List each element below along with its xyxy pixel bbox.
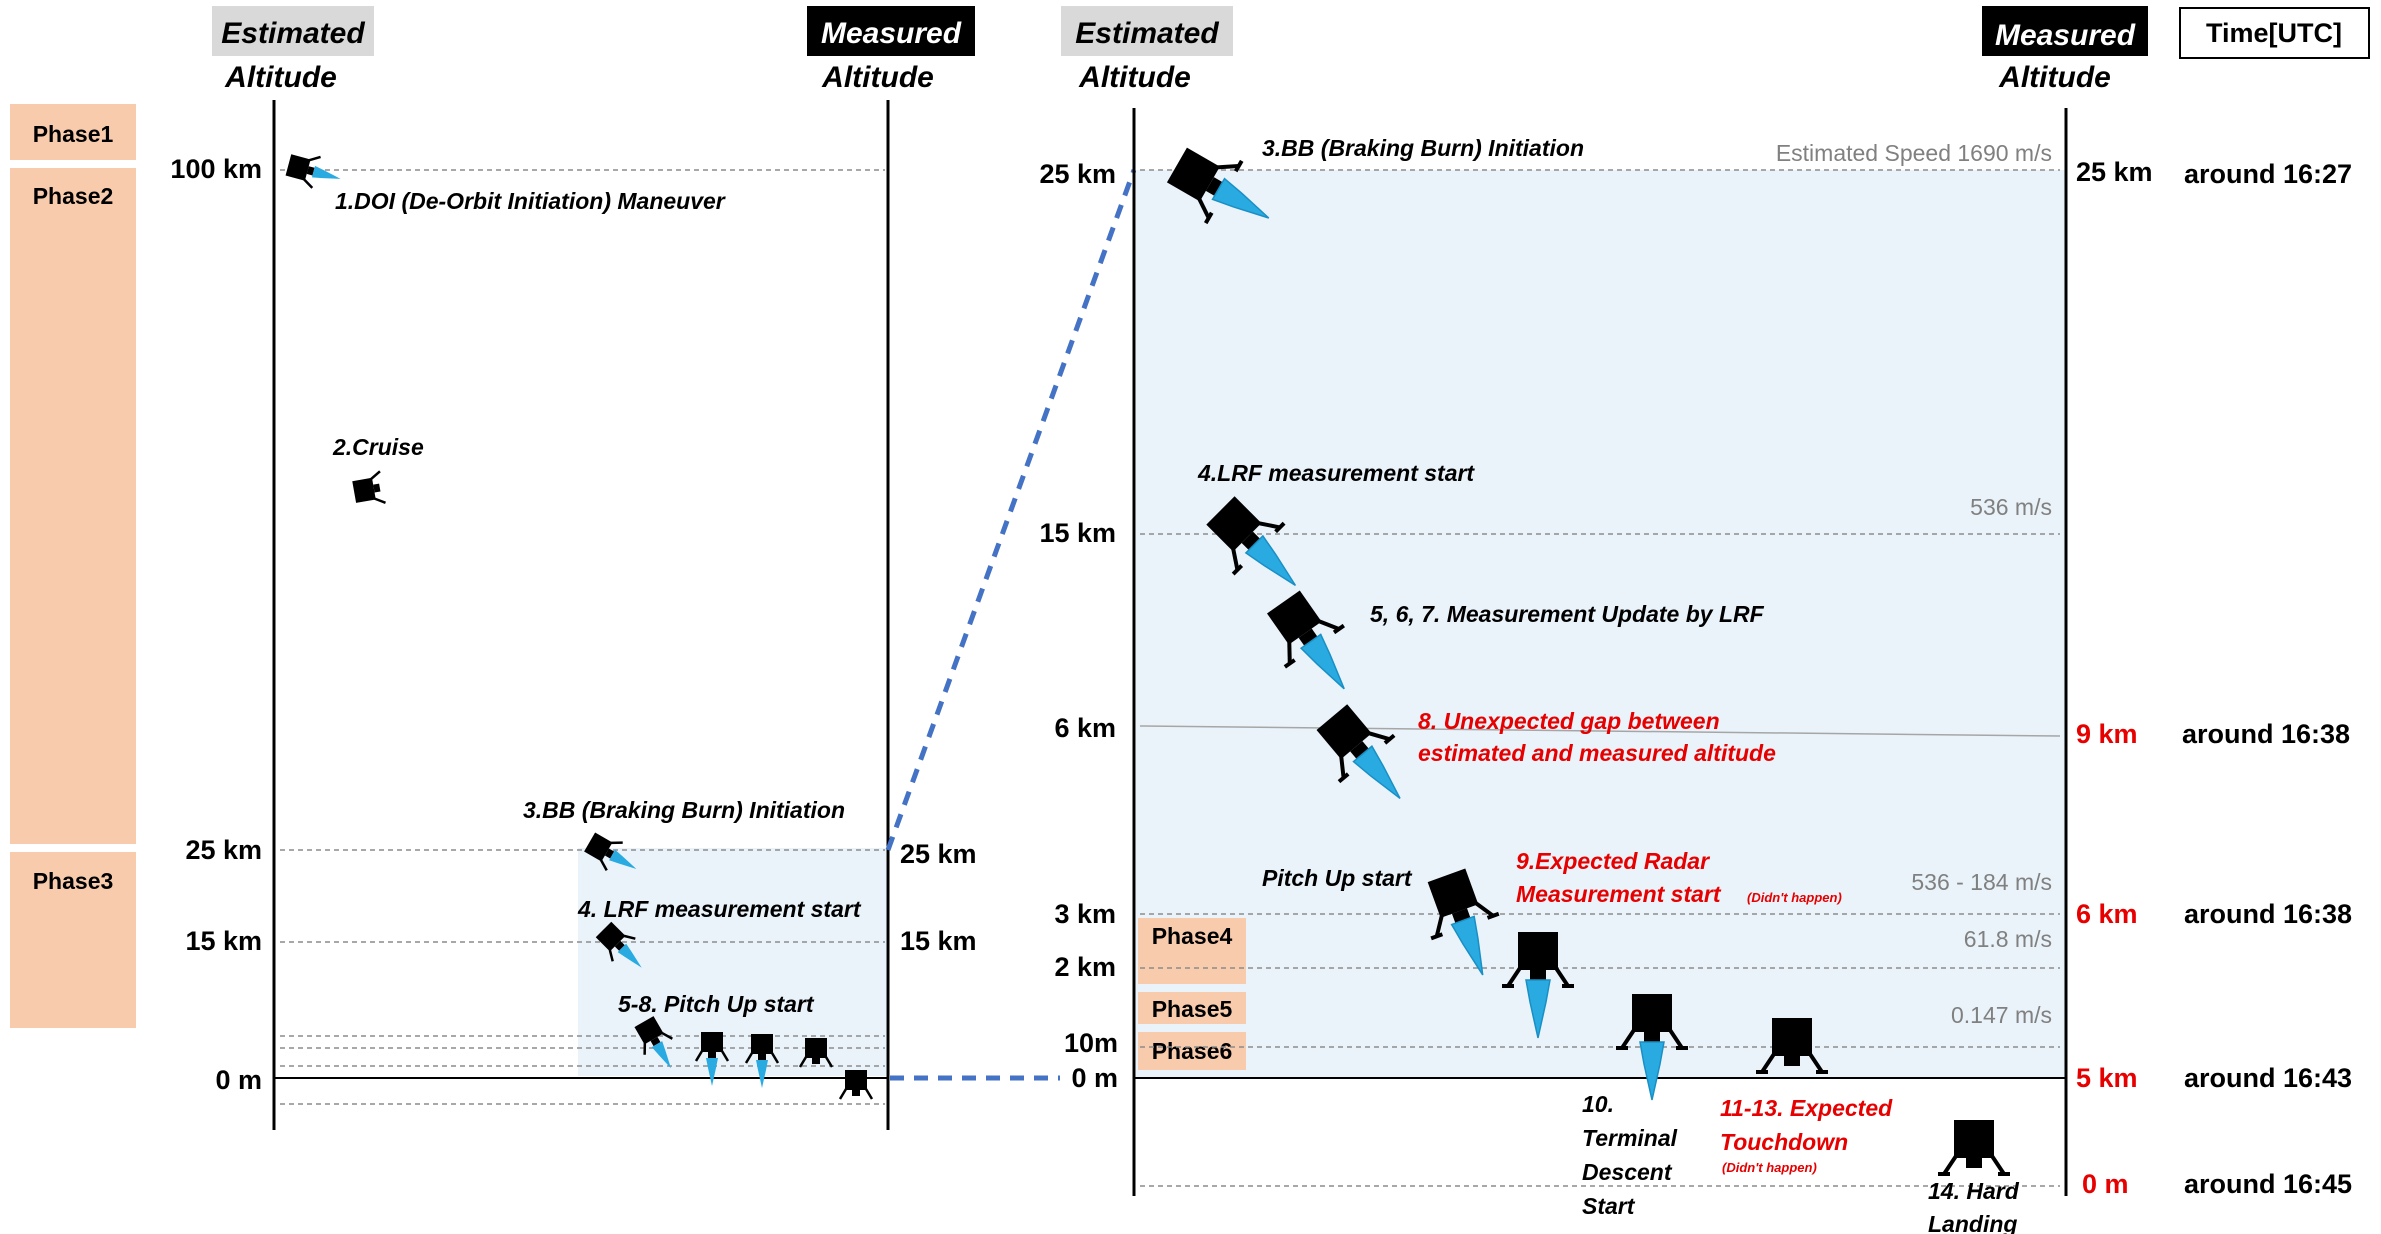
- left-estimated-header-box: [212, 6, 374, 56]
- time-16-38-a: around 16:38: [2182, 719, 2350, 749]
- left-event-doi: 1.DOI (De-Orbit Initiation) Maneuver: [335, 188, 726, 214]
- right-event-hard-line2: Landing: [1928, 1211, 2017, 1234]
- right-est-alt-3km: 3 km: [1054, 899, 1116, 929]
- speed-1690: Estimated Speed 1690 m/s: [1776, 140, 2052, 166]
- right-est-alt-15km: 15 km: [1039, 518, 1116, 548]
- time-16-45: around 16:45: [2184, 1169, 2352, 1199]
- right-est-alt-25km: 25 km: [1039, 159, 1116, 189]
- time-header-box: [2179, 7, 2370, 59]
- right-meas-alt-5km: 5 km: [2076, 1063, 2138, 1093]
- phase5-label: Phase5: [1152, 996, 1233, 1022]
- right-event-hard-line1: 14. Hard: [1928, 1178, 2020, 1204]
- phase4-label: Phase4: [1152, 923, 1233, 949]
- right-meas-alt-25km: 25 km: [2076, 157, 2153, 187]
- left-estimated-subheader: Altitude: [224, 61, 337, 94]
- right-event-terminal-4: Start: [1582, 1193, 1636, 1219]
- left-estimated-header: Estimated: [221, 17, 365, 50]
- right-event-pitch: Pitch Up start: [1262, 865, 1413, 891]
- right-event-update: 5, 6, 7. Measurement Update by LRF: [1370, 601, 1765, 627]
- right-meas-alt-6km: 6 km: [2076, 899, 2138, 929]
- speed-61-8: 61.8 m/s: [1964, 926, 2052, 952]
- right-gap-line: [1139, 725, 2061, 737]
- left-meas-alt-15km: 15 km: [900, 926, 977, 956]
- right-event-gap-line2: estimated and measured altitude: [1418, 740, 1776, 766]
- left-measured-header-box: [807, 6, 975, 56]
- phase6-label: Phase6: [1152, 1038, 1233, 1064]
- zoom-connector-top: [885, 169, 1137, 851]
- right-event-terminal-2: Terminal: [1582, 1125, 1678, 1151]
- right-event-touch-note: (Didn't happen): [1722, 1160, 1817, 1175]
- right-altitude-gridlines: [1140, 169, 2060, 1187]
- time-header: Time[UTC]: [2206, 18, 2342, 48]
- right-event-touch-line1: 11-13. Expected: [1720, 1095, 1893, 1121]
- phase6-box: [1138, 1032, 1246, 1070]
- left-altitude-gridlines: [280, 169, 885, 1105]
- time-16-43: around 16:43: [2184, 1063, 2352, 1093]
- phase5-box: [1138, 992, 1246, 1024]
- phase2-label: Phase2: [33, 183, 114, 209]
- right-event-bb: 3.BB (Braking Burn) Initiation: [1262, 135, 1584, 161]
- phase3-label: Phase3: [33, 868, 114, 894]
- right-est-alt-0m: 0 m: [1071, 1063, 1118, 1093]
- phase1-box: [10, 104, 136, 160]
- time-16-38-b: around 16:38: [2184, 899, 2352, 929]
- left-measured-header: Measured: [821, 17, 962, 50]
- left-descent-band: [578, 848, 886, 1076]
- right-estimated-subheader: Altitude: [1078, 61, 1191, 94]
- right-est-alt-6km: 6 km: [1054, 713, 1116, 743]
- time-16-27: around 16:27: [2184, 159, 2352, 189]
- phase3-box: [10, 852, 136, 1028]
- phase2-box: [10, 168, 136, 844]
- lander-icon: [350, 470, 387, 510]
- phase4-box: [1138, 918, 1246, 984]
- right-event-touch-line2: Touchdown: [1720, 1129, 1848, 1155]
- left-event-pitch: 5-8. Pitch Up start: [618, 991, 815, 1017]
- speed-536: 536 m/s: [1970, 494, 2052, 520]
- right-event-lrf: 4.LRF measurement start: [1197, 460, 1475, 486]
- right-event-radar-line1: 9.Expected Radar: [1516, 848, 1710, 874]
- right-measured-header-box: [1982, 6, 2148, 56]
- right-measured-header: Measured: [1995, 19, 2136, 52]
- left-meas-alt-25km: 25 km: [900, 839, 977, 869]
- speed-0-147: 0.147 m/s: [1951, 1002, 2052, 1028]
- left-event-cruise: 2.Cruise: [332, 434, 424, 460]
- lander-icon: [1936, 1118, 2012, 1176]
- left-event-bb: 3.BB (Braking Burn) Initiation: [523, 797, 845, 823]
- right-event-terminal-1: 10.: [1582, 1091, 1614, 1117]
- left-measured-subheader: Altitude: [821, 61, 934, 94]
- right-event-gap-line1: 8. Unexpected gap between: [1418, 708, 1720, 734]
- right-est-alt-2km: 2 km: [1054, 952, 1116, 982]
- right-meas-alt-9km: 9 km: [2076, 719, 2138, 749]
- phase1-label: Phase1: [33, 121, 114, 147]
- right-estimated-header: Estimated: [1075, 17, 1219, 50]
- right-event-radar-line2: Measurement start: [1516, 881, 1722, 907]
- left-est-alt-15km: 15 km: [185, 926, 262, 956]
- left-est-alt-0m: 0 m: [215, 1065, 262, 1095]
- left-event-lrf: 4. LRF measurement start: [577, 896, 862, 922]
- left-est-alt-100km: 100 km: [170, 154, 262, 184]
- speed-536-184: 536 - 184 m/s: [1911, 869, 2052, 895]
- right-est-alt-10m: 10m: [1064, 1028, 1118, 1058]
- right-meas-alt-0m: 0 m: [2082, 1169, 2129, 1199]
- left-est-alt-25km: 25 km: [185, 835, 262, 865]
- right-estimated-header-box: [1061, 6, 1233, 56]
- right-event-terminal-3: Descent: [1582, 1159, 1673, 1185]
- right-measured-subheader: Altitude: [1998, 61, 2111, 94]
- right-event-radar-note: (Didn't happen): [1747, 890, 1842, 905]
